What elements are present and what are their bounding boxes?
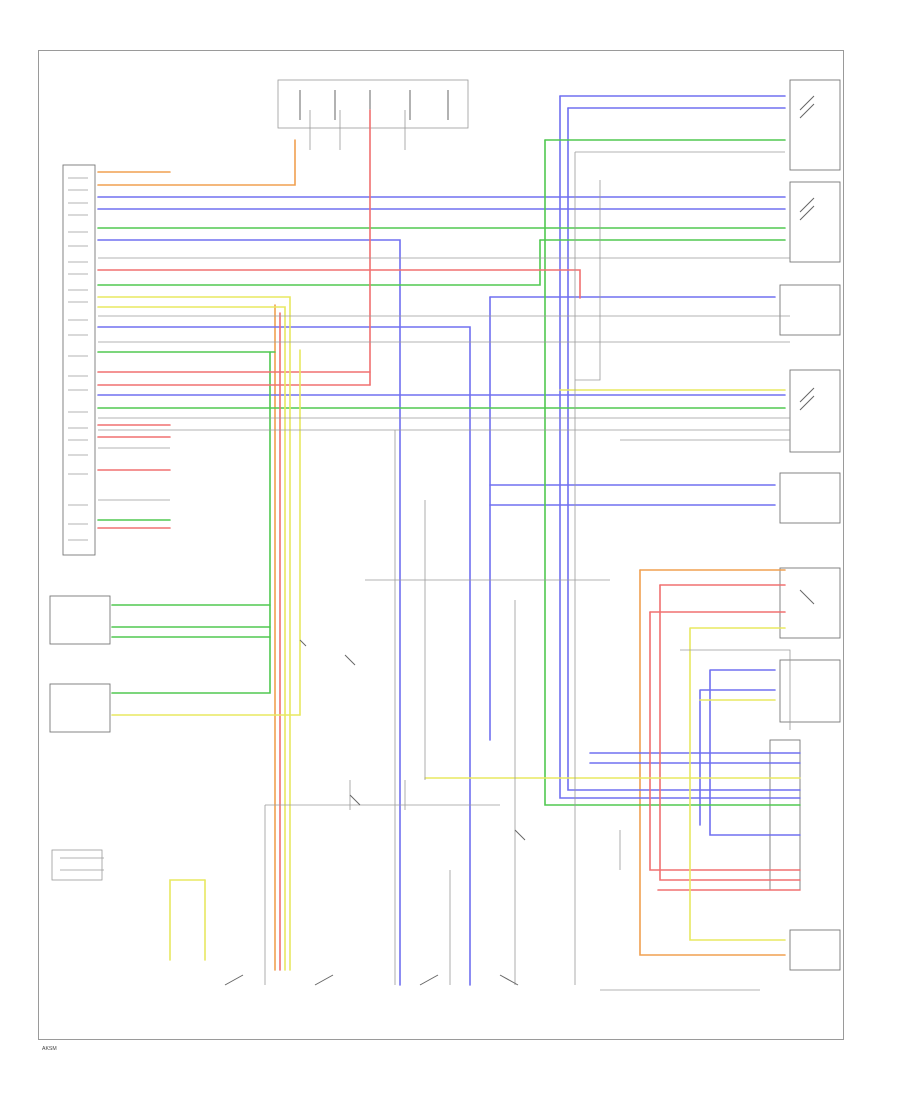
blue-wires	[97, 95, 801, 986]
left-door-lock-control-switch	[49, 595, 111, 645]
control-unit-connector	[62, 164, 96, 556]
rear-door-lock-switch	[789, 79, 841, 171]
orange-wires	[97, 139, 786, 971]
left-door-lock-switch	[789, 181, 841, 263]
diagram-id: AKSM	[42, 1046, 57, 1052]
left-door-rel-lock-switch	[779, 284, 841, 336]
connector-pins	[68, 177, 88, 541]
right-door-rel-lock-switch	[779, 472, 841, 524]
lighting-connector	[51, 849, 103, 881]
yellow-wires	[97, 296, 801, 971]
red-wires	[97, 109, 801, 971]
diagram-frame	[38, 50, 844, 1040]
fuse-block	[277, 79, 469, 129]
slide-door-rel-lock-switch	[779, 659, 841, 723]
slide-door-lock-switch	[779, 567, 841, 639]
bottom-switches	[224, 639, 526, 986]
power-door-lock-actuator	[789, 929, 841, 971]
ground-wires	[60, 110, 791, 991]
green-wires	[97, 139, 801, 806]
right-door-lock-control-switch	[49, 683, 111, 733]
right-door-lock-switch	[789, 369, 841, 453]
